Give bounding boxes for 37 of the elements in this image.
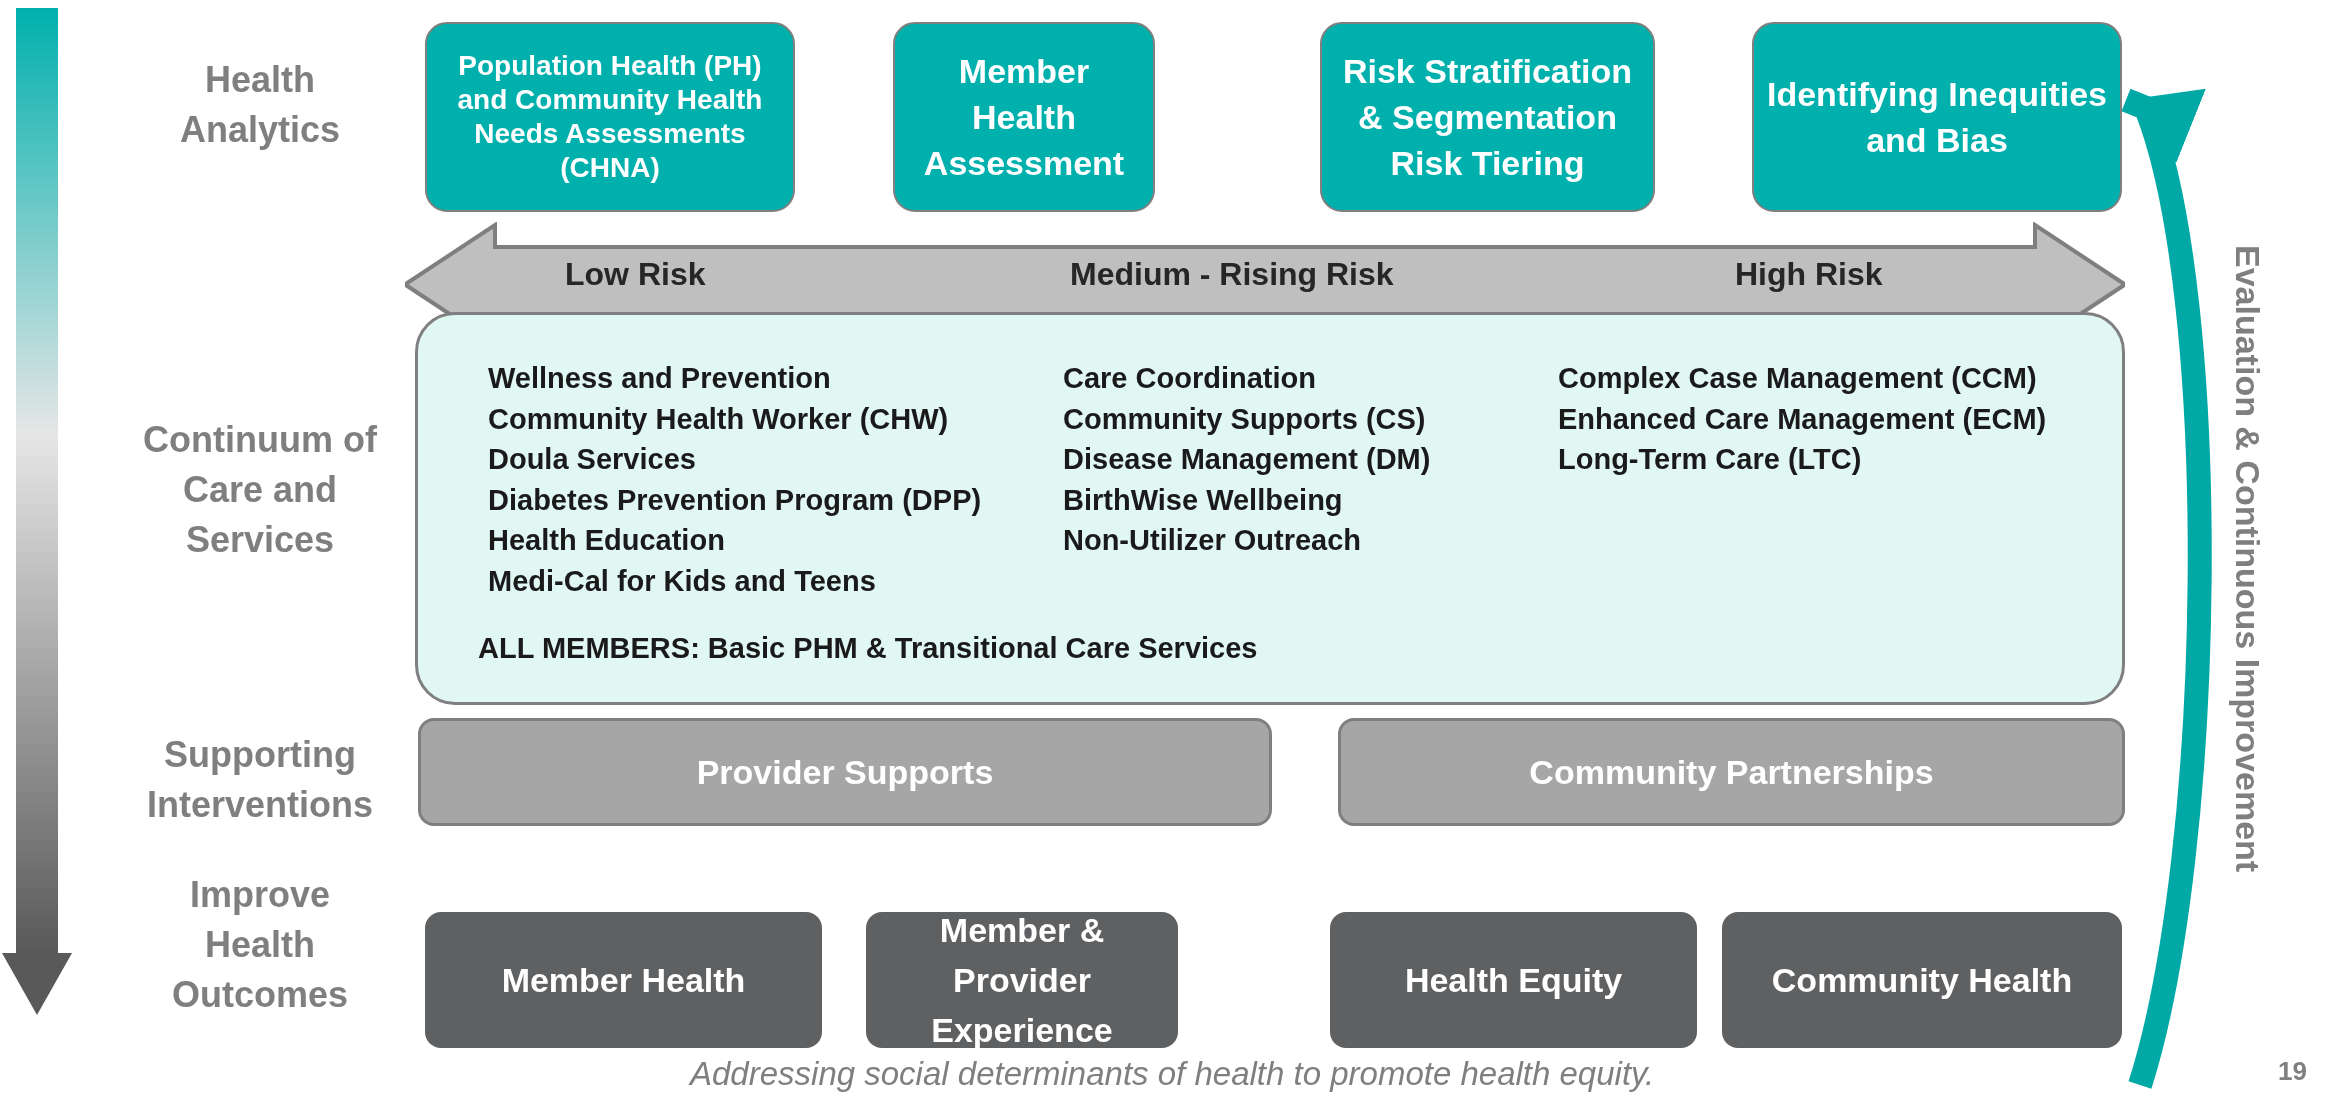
service-item: Non-Utilizer Outreach bbox=[1063, 523, 1362, 558]
side-heading: Evaluation & Continuous Improvement bbox=[2228, 245, 2268, 873]
service-item: Diabetes Prevention Program (DPP) bbox=[488, 482, 982, 518]
analytics-box: Identifying Inequities and Bias bbox=[1752, 22, 2122, 212]
analytics-box: Population Health (PH) and Community Health Needs Assessments (CHNA) bbox=[425, 22, 795, 212]
row-heading: Supporting Interventions bbox=[145, 733, 374, 827]
service-item: Disease Management (DM) bbox=[1063, 442, 1431, 477]
row-heading: Improve Health Outcomes bbox=[170, 873, 349, 1017]
row-heading: Continuum of Care and Services bbox=[142, 418, 378, 562]
service-item: Long-Term Care (LTC) bbox=[1558, 442, 1862, 477]
cycle-arrow bbox=[2121, 88, 2212, 1089]
outcome-box: Member & Provider Experience bbox=[866, 912, 1178, 1048]
risk-level-label: High Risk bbox=[1735, 255, 1883, 294]
service-item: BirthWise Wellbeing bbox=[1063, 482, 1343, 518]
analytics-box: Risk Stratification & Segmentation Risk Tiering bbox=[1320, 22, 1655, 212]
outcome-box: Community Health bbox=[1722, 912, 2122, 1048]
service-item: Doula Services bbox=[488, 442, 696, 477]
services-panel bbox=[415, 312, 2125, 705]
service-item: Community Health Worker (CHW) bbox=[488, 401, 949, 437]
row-heading: Health Analytics bbox=[178, 58, 342, 152]
outcome-box: Member Health bbox=[425, 912, 822, 1048]
service-item: Medi-Cal for Kids and Teens bbox=[488, 563, 876, 599]
service-item: Wellness and Prevention bbox=[488, 361, 831, 396]
risk-level-label: Medium - Rising Risk bbox=[1070, 255, 1394, 294]
analytics-box: Member Health Assessment bbox=[893, 22, 1155, 212]
service-item: Health Education bbox=[488, 523, 725, 558]
caption: Addressing social determinants of health to promote health equity. bbox=[690, 1054, 1655, 1094]
service-item: Complex Case Management (CCM) bbox=[1558, 361, 2037, 396]
page-number: 19 bbox=[2278, 1055, 2307, 1088]
service-item: Enhanced Care Management (ECM) bbox=[1558, 401, 2047, 437]
intervention-box: Provider Supports bbox=[418, 718, 1272, 826]
outcome-box: Health Equity bbox=[1330, 912, 1697, 1048]
service-item: Community Supports (CS) bbox=[1063, 401, 1426, 437]
intervention-box: Community Partnerships bbox=[1338, 718, 2125, 826]
service-item: Care Coordination bbox=[1063, 361, 1316, 396]
risk-level-label: Low Risk bbox=[565, 255, 706, 294]
service-item: ALL MEMBERS: Basic PHM & Transitional Care Services bbox=[478, 631, 1258, 666]
